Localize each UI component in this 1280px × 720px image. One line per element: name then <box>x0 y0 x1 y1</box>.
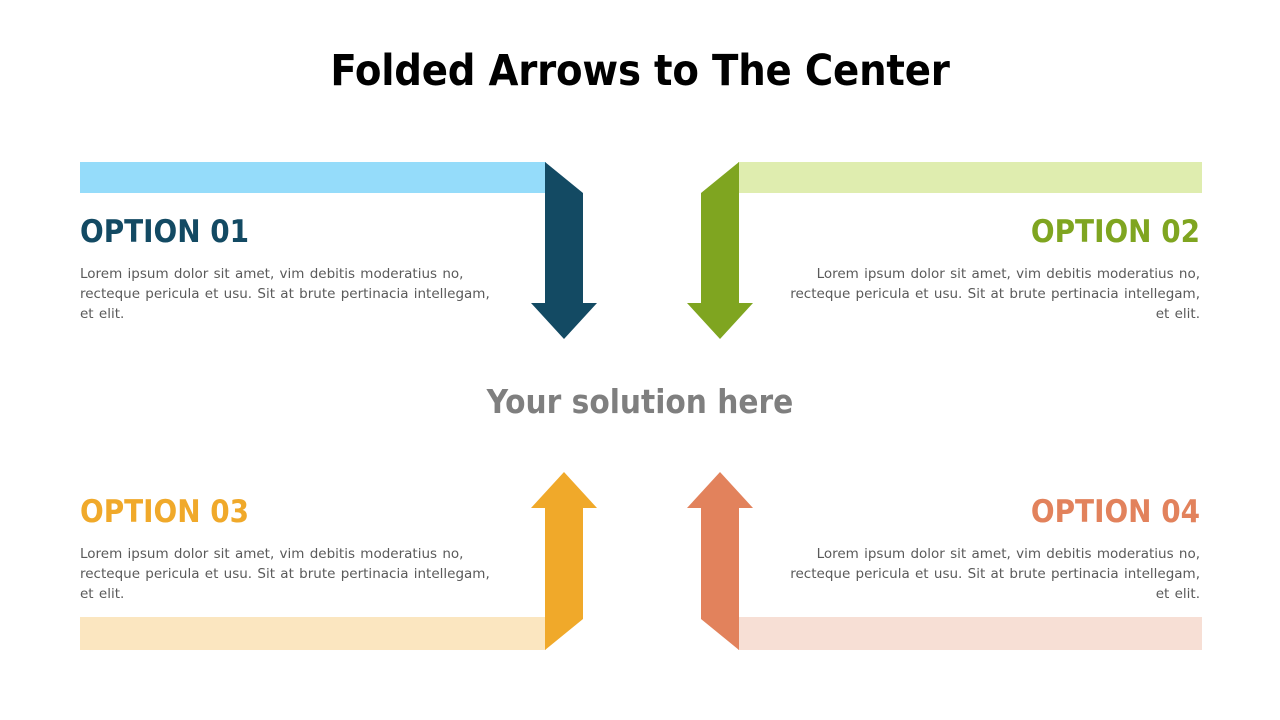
option-03-block[interactable]: OPTION 03 Lorem ipsum dolor sit amet, vi… <box>80 494 504 604</box>
option-01-block[interactable]: OPTION 01 Lorem ipsum dolor sit amet, vi… <box>80 214 504 324</box>
option-03-body: Lorem ipsum dolor sit amet, vim debitis … <box>80 546 490 602</box>
option-02-bar <box>738 162 1202 193</box>
option-03-arrow <box>531 472 597 650</box>
option-04-title: OPTION 04 <box>1030 494 1200 530</box>
center-solution-label: Your solution here <box>486 382 794 421</box>
option-02-title: OPTION 02 <box>1030 214 1200 250</box>
page-title: Folded Arrows to The Center <box>330 46 950 96</box>
option-04-block[interactable]: OPTION 04 Lorem ipsum dolor sit amet, vi… <box>776 494 1200 604</box>
option-03-bar <box>80 617 546 650</box>
option-03-title: OPTION 03 <box>80 494 250 530</box>
option-01-bar <box>80 162 546 193</box>
option-02-body: Lorem ipsum dolor sit amet, vim debitis … <box>790 266 1200 322</box>
option-01-title: OPTION 01 <box>80 214 250 250</box>
option-04-bar <box>738 617 1202 650</box>
option-01-arrow <box>531 162 597 339</box>
option-02-block[interactable]: OPTION 02 Lorem ipsum dolor sit amet, vi… <box>776 214 1200 324</box>
option-04-body: Lorem ipsum dolor sit amet, vim debitis … <box>790 546 1200 602</box>
option-04-arrow <box>687 472 753 650</box>
option-01-body: Lorem ipsum dolor sit amet, vim debitis … <box>80 266 490 322</box>
option-02-arrow <box>687 162 753 339</box>
